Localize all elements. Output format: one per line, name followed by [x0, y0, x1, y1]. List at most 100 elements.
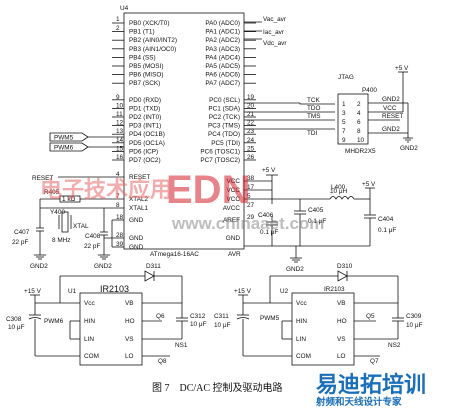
drv2-supply: +15 V	[234, 288, 252, 295]
drv1-cap-out-val: 10 μF	[190, 321, 207, 328]
drv2-cap-in-val: 10 μF	[214, 322, 231, 329]
pwm5-port	[49, 132, 89, 142]
l400-label: L400	[331, 184, 346, 191]
watermark: 电子技术应用 EDN www.chinaaet.com	[40, 168, 324, 233]
mcu-right-pin-10: PC2 (TCK)	[209, 114, 240, 121]
mcu-low-left-num-1: 7	[116, 193, 120, 200]
d311-symbol	[144, 270, 155, 282]
reset-label: RESET	[32, 175, 53, 182]
jtag-pin-9: 9	[342, 137, 346, 144]
mcu-ref: U4	[120, 5, 129, 12]
drv1-cap-in: C308	[6, 316, 22, 323]
mcu-low-left-num-4: 28	[116, 232, 124, 239]
jtag-part: MHDR2X5	[345, 148, 376, 155]
mcu-low-right-3: AVCC	[223, 205, 241, 212]
mcu-low-left-3: GND	[129, 217, 144, 224]
mcu-right-pin-11: PC3 (TMS)	[208, 123, 240, 130]
jtag-ref: P400	[362, 87, 377, 94]
c308-plate	[28, 317, 42, 320]
mcu-left-pin-labels: PB0 (XCK/T0)PB1 (T1)PB2 (AIN0/INT2)PB3 (…	[112, 16, 177, 164]
mcu-left-pin-4: PB4 (SS)	[129, 54, 156, 61]
drv1-pin-ho: HO	[125, 318, 135, 325]
mcu-u4: U4 PB0 (XCK/T0)PB1 (T1)PB2 (AIN0/INT2)PB…	[112, 5, 256, 258]
mcu-low-right-1: VCC	[227, 187, 241, 194]
driver-left: +15 V C308 10 μF D311 U1 IR2103 Vcc HIN …	[6, 263, 207, 366]
drv1-pwm: PWM6	[44, 318, 64, 325]
watermark-main: EDN	[166, 168, 250, 212]
mcu-pin-num-8: 9	[116, 94, 120, 101]
jtag-gnd: GND2	[400, 145, 418, 152]
mcu-part: ATmega16-16AC	[150, 251, 199, 258]
mcu-right-pin-12: PC4 (TDO)	[208, 131, 240, 138]
mcu-low-right-2: VCC	[227, 196, 241, 203]
gnd2-label-a: GND2	[30, 263, 48, 270]
mcu-low-left-2: XTAL1	[129, 205, 149, 212]
mcu-low-right-num-2: 5	[247, 193, 251, 200]
drv2-pin-vs: VS	[337, 336, 346, 343]
mcu-right-pin-7: PA7 (ADC7)	[205, 80, 240, 87]
watermark-site: www.chinaaet.com	[171, 214, 324, 233]
mcu-low-right-5: GND	[226, 235, 241, 242]
drv2-ns: NS2	[388, 342, 401, 349]
c405-value: 0.1 μF	[308, 218, 326, 225]
mcu-low-left-num-3: 18	[116, 214, 124, 221]
drv2-pin-ho: HO	[337, 318, 347, 325]
c406-value: 0.1 μF	[260, 229, 278, 236]
r405-value: 1 kΩ	[62, 196, 76, 203]
jtag-pin-6: 6	[357, 119, 361, 126]
mcu-low-left-5: GND	[129, 244, 144, 251]
drv2-pin-lin: LIN	[296, 336, 306, 343]
net-iac: Iac_avr	[263, 29, 285, 36]
mcu-left-pin-13: PD5 (OC1A)	[129, 140, 165, 147]
c407-value: 22 pF	[12, 239, 28, 246]
mcu-right-pin-1: PA1 (ADC1)	[205, 29, 240, 36]
drv2-ref: U2	[280, 288, 289, 295]
mcu-pin-num-r10: 21	[247, 111, 255, 118]
drv1-part: IR2103	[100, 284, 129, 294]
drv1-diode: D311	[146, 263, 161, 270]
mcu-right-pin-15: PC7 (TOSC2)	[200, 157, 240, 164]
mcu-pin-num-r9: 20	[247, 102, 255, 109]
mcu-low-right-num-4: 29	[247, 214, 255, 221]
adc-nets: Vac_avr Iac_avr Vdc_avr	[244, 16, 287, 47]
mcu-right-pin-4: PA4 (ADC4)	[205, 54, 240, 61]
reset-crystal: RESET R405 1 kΩ Y400 XTAL 8 MHz C407 22 …	[12, 175, 124, 270]
mcu-low-left-num-0: 4	[116, 171, 120, 178]
drv1-pin-vs: VS	[125, 336, 134, 343]
mcu-left-pin-12: PD4 (OC1B)	[129, 131, 165, 138]
mcu-low-right-4: AREF	[223, 217, 240, 224]
jtag-header: JTAG P400 TCK TDO TMS TDI 1 3 5 7 9 2 4 …	[307, 65, 418, 155]
xtal-label: XTAL	[73, 223, 89, 230]
drv1-ref: U1	[68, 288, 77, 295]
mcu-pin-num-14: 15	[116, 145, 124, 152]
mcu-right-pin-2: PA2 (ADC2)	[205, 37, 240, 44]
mcu-right-pin-5: PA5 (ADC5)	[205, 63, 240, 70]
mcu-pin-num-top-1: 2	[116, 25, 120, 32]
mcu-pin-num-r13: 24	[247, 137, 255, 144]
drv1-pin-lo: LO	[125, 353, 134, 360]
mcu-pin-num-12: 13	[116, 128, 124, 135]
net-vac: Vac_avr	[263, 16, 287, 23]
drv1-cap-in-val: 10 μF	[8, 324, 25, 331]
mcu-right-pin-13: PC5 (TDI)	[211, 140, 240, 147]
jtag-right-gnd2-a: GND2	[382, 96, 400, 103]
mcu-pin-num-top-0: 1	[116, 16, 120, 23]
mcu-right-pin-8: PC0 (SCL)	[209, 97, 240, 104]
mcu-low-left-num-5: 39	[116, 241, 124, 248]
c404-label: C404	[378, 216, 394, 223]
d310-symbol	[337, 270, 348, 282]
mcu-left-pin-9: PD1 (TXD)	[129, 105, 160, 112]
mcu-low-left-num-2: 8	[116, 202, 120, 209]
pwm5-label: PWM5	[54, 135, 74, 142]
mcu-left-pin-7: PB7 (SCK)	[129, 80, 160, 87]
mcu-low-right-num-0: 38	[247, 175, 255, 182]
c407-label: C407	[14, 229, 30, 236]
jtag-supply: +5 V	[395, 65, 409, 72]
drv2-cap-in: C311	[214, 313, 229, 320]
pwm-outputs: PWM5 PWM6	[49, 132, 124, 152]
jtag-pin-4: 4	[357, 110, 361, 117]
drv2-q-high: Q5	[366, 313, 375, 320]
watermark-brand: 易迪拓培训	[316, 372, 426, 397]
mcu-left-pin-10: PD2 (INT0)	[129, 114, 161, 121]
net-vdc: Vdc_avr	[263, 40, 287, 47]
